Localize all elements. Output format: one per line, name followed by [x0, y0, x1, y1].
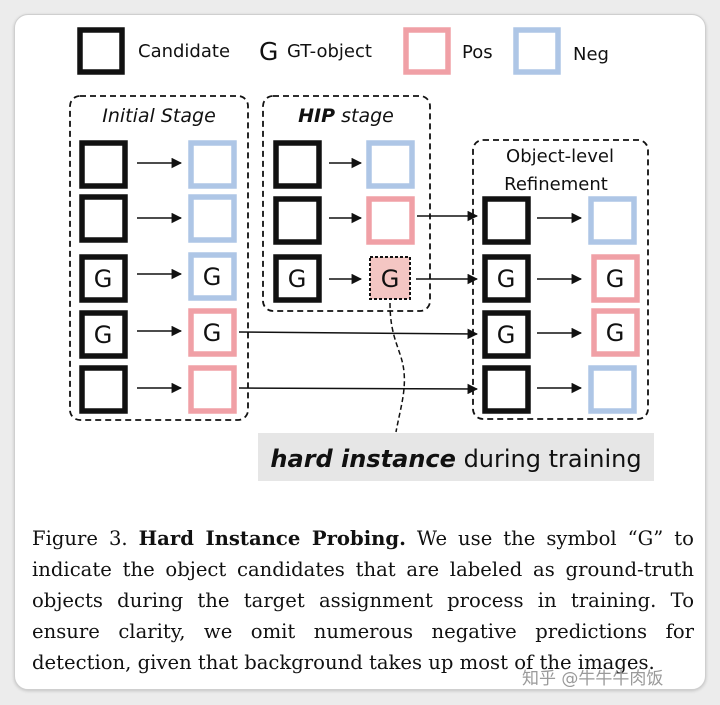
initial-candidates: [79, 140, 128, 414]
g-labels: G G G G G G G G G G: [94, 263, 625, 349]
g-initial-cand-3: G: [94, 265, 113, 293]
initial-out-4: [188, 308, 237, 357]
legend-neg-label: Neg: [573, 44, 609, 65]
legend-candidate-box: [77, 27, 125, 75]
hip-stage-title-bold: HIP: [298, 105, 335, 127]
callout-rest: during training: [464, 445, 642, 473]
refinement-title-line1: Object-level: [506, 146, 614, 167]
initial-stage-container: [69, 95, 249, 421]
watermark: 知乎 @牛牛牛肉饭: [522, 669, 664, 689]
caption-title: Hard Instance Probing.: [138, 527, 406, 550]
g-hip-cand-3: G: [288, 265, 307, 293]
refine-out-3: [591, 308, 640, 357]
hip-out-1: [366, 140, 415, 189]
legend-gt-symbol: G: [259, 37, 278, 66]
initial-stage-title: Initial Stage: [102, 105, 216, 127]
refine-out-2: [591, 254, 640, 303]
legend-candidate-label: Candidate: [138, 41, 230, 62]
hip-stage-title: HIP stage: [298, 105, 394, 127]
g-hip-hard: G: [381, 265, 400, 293]
g-initial-out-3: G: [203, 263, 222, 291]
g-refine-cand-2: G: [497, 265, 516, 293]
hard-instance-callout-text: hard instance during training: [270, 445, 641, 473]
g-refine-out-2: G: [606, 265, 625, 293]
figure-caption: Figure 3. Hard Instance Probing. We use …: [32, 523, 694, 678]
legend-pos-label: Pos: [462, 42, 493, 63]
g-initial-out-4: G: [203, 319, 222, 347]
legend-neg-box: [513, 27, 561, 75]
refine-candidates: [482, 196, 531, 414]
legend-pos-box: [403, 27, 451, 75]
g-initial-cand-4: G: [94, 321, 113, 349]
refine-out-4: [588, 365, 637, 414]
hip-hard-instance-box: [369, 256, 411, 300]
figure-card: [14, 14, 706, 690]
initial-out-5: [188, 365, 237, 414]
legend-gt-label: GT-object: [287, 41, 372, 62]
refine-out-1: [588, 196, 637, 245]
callout-bold: hard instance: [270, 445, 456, 473]
initial-out-1: [188, 140, 237, 189]
hip-stage-title-rest: stage: [341, 105, 394, 127]
g-refine-cand-3: G: [497, 321, 516, 349]
caption-body: We use the symbol “G” to indicate the ob…: [32, 527, 694, 674]
g-refine-out-3: G: [606, 319, 625, 347]
hip-candidates: [273, 140, 322, 303]
hard-instance-callout-bg: [258, 433, 654, 481]
arrow-initial4-to-refine: [238, 328, 479, 340]
arrows: [137, 157, 583, 395]
refinement-title-line2: Refinement: [504, 174, 608, 195]
initial-out-3: [188, 252, 237, 301]
caption-fig: Figure 3.: [32, 527, 128, 550]
hard-instance-connector: [389, 302, 406, 433]
hip-out-2: [366, 196, 415, 245]
arrow-initial5-to-refine: [238, 383, 479, 395]
initial-out-2: [188, 194, 237, 243]
hip-stage-container: [262, 95, 431, 312]
